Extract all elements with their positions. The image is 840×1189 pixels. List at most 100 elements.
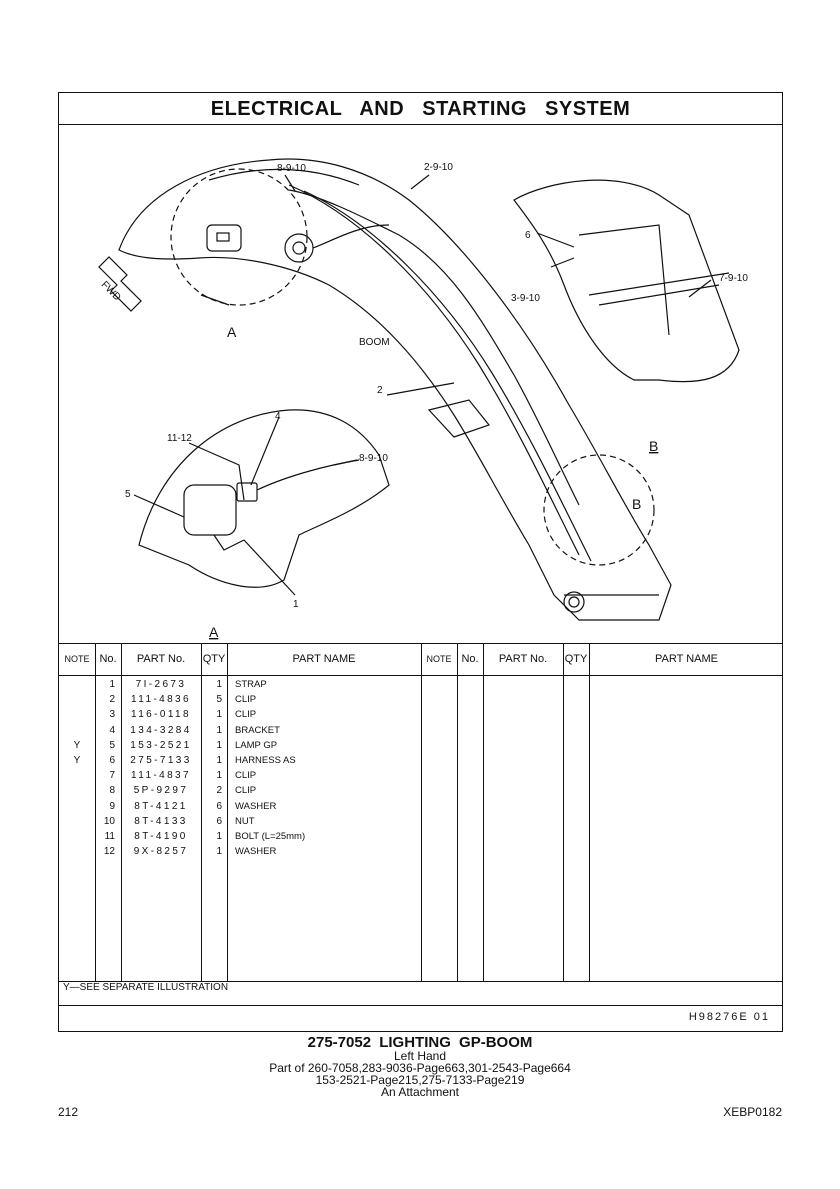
part-name-cell: BOLT (L=25mm)	[235, 831, 306, 842]
table-row: Y 5 153-2521 1 LAMP GP	[59, 738, 419, 753]
part-number-cell: 116-0118	[131, 709, 191, 721]
table-row: 9 8T-4121 6 WASHER	[59, 799, 419, 814]
table-row: Y 6 275-7133 1 HARNESS AS	[59, 753, 419, 768]
note-cell: Y	[73, 739, 81, 751]
header-part-name-right: PART NAME	[655, 653, 718, 665]
caption-line-2: Part of 260-7058,283-9036-Page663,301-25…	[269, 1061, 571, 1075]
boom-label: BOOM	[359, 337, 390, 348]
callout-1: 1	[293, 599, 299, 610]
part-name-cell: WASHER	[235, 800, 277, 812]
item-number-cell: 9	[109, 800, 115, 812]
item-number-cell: 10	[103, 815, 115, 827]
callout-2-9-10: 2-9-10	[424, 162, 453, 173]
caption-line-4: An Attachment	[380, 1085, 460, 1099]
section-a-label: A	[209, 624, 219, 640]
table-row: 11 8T-4190 1 BOLT (L=25mm)	[59, 829, 419, 844]
part-name-cell: BRACKET	[235, 724, 280, 736]
callout-5: 5	[125, 489, 131, 500]
part-number-cell: 111-4837	[131, 770, 191, 782]
boom-illustration: 8-9-10 2-9-10 6 7-9-10 3-9-10 BOOM FWD A…	[59, 125, 782, 643]
header-note-right: NOTE	[426, 654, 452, 664]
part-name-cell: LAMP GP	[235, 739, 278, 751]
part-name-cell: WASHER	[235, 846, 277, 858]
caption-line-3: 153-2521-Page215,275-7133-Page219	[315, 1073, 525, 1087]
note-cell: Y	[73, 755, 81, 766]
table-row: 2 111-4836 5 CLIP	[59, 692, 419, 707]
callout-8-9-10-top: 8-9-10	[277, 163, 306, 174]
group-title: 275-7052 LIGHTING GP-BOOM	[307, 1034, 533, 1051]
page-number: 212	[58, 1105, 79, 1119]
item-number-cell: 1	[109, 679, 115, 690]
part-name-cell: CLIP	[235, 785, 257, 797]
boom-drawing: 8-9-10 2-9-10 6 7-9-10 3-9-10 BOOM FWD A…	[98, 158, 748, 640]
quantity-cell: 2	[216, 785, 222, 797]
header-no-right: No.	[461, 653, 479, 665]
part-number-cell: 275-7133	[130, 755, 192, 766]
callout-3-9-10: 3-9-10	[511, 293, 540, 304]
callout-11-12: 11-12	[167, 433, 192, 444]
table-row: 8 5P-9297 2 CLIP	[59, 783, 419, 798]
quantity-cell: 1	[216, 709, 222, 721]
part-number-cell: 9X-8257	[133, 846, 189, 858]
item-number-cell: 7	[109, 770, 115, 782]
quantity-cell: 5	[216, 694, 222, 706]
part-number-cell: 8T-4190	[134, 831, 188, 842]
item-number-cell: 8	[109, 785, 115, 797]
part-name-cell: NUT	[235, 815, 255, 827]
part-number-cell: 153-2521	[130, 739, 192, 751]
part-name-cell: STRAP	[235, 679, 267, 690]
header-qty-right: QTY	[564, 653, 588, 665]
header-no-left: No.	[99, 653, 117, 665]
callout-4: 4	[275, 411, 281, 422]
caption-line-1: Left Hand	[393, 1049, 447, 1063]
quantity-cell: 1	[216, 679, 222, 690]
part-number-cell: 5P-9297	[133, 785, 189, 797]
quantity-cell: 6	[216, 800, 222, 812]
part-number-cell: 8T-4121	[134, 800, 188, 812]
quantity-cell: 1	[216, 770, 222, 782]
table-row: 3 116-0118 1 CLIP	[59, 707, 419, 722]
part-number-cell: 111-4836	[131, 694, 191, 706]
view-a-marker: A	[227, 324, 237, 340]
quantity-cell: 1	[216, 739, 222, 751]
quantity-cell: 1	[216, 846, 222, 858]
item-number-cell: 4	[109, 724, 115, 736]
header-qty-left: QTY	[202, 653, 226, 665]
callout-2: 2	[377, 385, 383, 396]
table-footnote: Y—SEE SEPARATE ILLUSTRATION	[63, 982, 229, 993]
table-row: 12 9X-8257 1 WASHER	[59, 844, 419, 859]
header-note-left: NOTE	[64, 654, 90, 664]
quantity-cell: 1	[216, 831, 222, 842]
part-name-cell: CLIP	[235, 694, 257, 706]
table-row: 7 111-4837 1 CLIP	[59, 768, 419, 783]
quantity-cell: 6	[216, 815, 222, 827]
item-number-cell: 5	[109, 739, 115, 751]
document-code: XEBP0182	[723, 1105, 782, 1119]
item-number-cell: 3	[109, 709, 115, 721]
item-number-cell: 6	[109, 755, 115, 766]
callout-8-9-10-detail: 8-9-10	[359, 453, 388, 464]
page-title: ELECTRICAL AND STARTING SYSTEM	[59, 93, 782, 125]
header-part-name-left: PART NAME	[292, 653, 356, 665]
part-name-cell: HARNESS AS	[235, 755, 296, 766]
table-row: 10 8T-4133 6 NUT	[59, 814, 419, 829]
part-number-cell: 8T-4133	[134, 815, 188, 827]
parts-page-frame: ELECTRICAL AND STARTING SYSTEM	[58, 92, 783, 1032]
item-number-cell: 2	[109, 694, 115, 706]
quantity-cell: 1	[216, 755, 222, 766]
callout-7-9-10: 7-9-10	[719, 273, 748, 284]
section-b-label: B	[649, 438, 658, 454]
header-part-no-left: PART No.	[136, 653, 186, 665]
view-b-marker: B	[632, 496, 641, 512]
item-number-cell: 12	[103, 846, 115, 858]
part-name-cell: CLIP	[235, 770, 257, 782]
item-number-cell: 11	[104, 831, 115, 842]
illustration-ref-code: H98276E 01	[688, 1011, 770, 1023]
parts-table: NOTE No. PART No. QTY PART NAME NOTE No.…	[59, 643, 782, 982]
part-number-cell: 134-3284	[130, 724, 192, 736]
header-part-no-right: PART No.	[498, 653, 548, 665]
callout-6: 6	[525, 230, 531, 241]
part-name-cell: CLIP	[235, 709, 257, 721]
